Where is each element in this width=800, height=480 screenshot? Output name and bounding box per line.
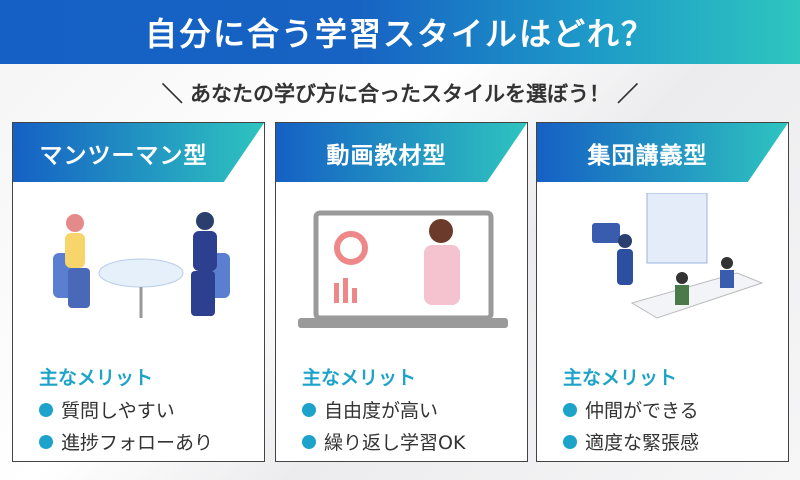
merit-item: 質問しやすい [39,396,213,423]
card-header: 集団講義型 [537,123,788,182]
merit-title: 主なメリット [39,367,154,389]
one-on-one-illustration [53,212,230,318]
merit-item: 進捗フォローあり [39,428,213,455]
merit-text: 適度な緊張感 [585,432,700,454]
merits-list: 主なメリット 自由度が高い 繰り返し学習OK [302,363,465,460]
merit-item: 繰り返し学習OK [302,428,465,455]
merit-item: 適度な緊張感 [563,428,699,455]
group-lecture-illustration [592,193,764,319]
merit-text: 質問しやすい [61,400,175,422]
bullet-icon [302,434,316,449]
bullet-icon [39,434,53,449]
card-header: 動画教材型 [276,123,527,182]
merit-text: 仲間ができる [585,400,699,422]
card-title: 集団講義型 [587,142,708,169]
merit-item: 仲間ができる [563,396,699,423]
card-header: マンツーマン型 [13,123,264,182]
merit-item: 自由度が高い [302,396,465,423]
video-illustration [298,210,508,328]
merit-title: 主なメリット [563,367,678,389]
subtitle: ＼ あなたの学び方に合ったスタイルを選ぼう！ ／ [161,82,639,106]
merit-text: 自由度が高い [324,400,439,422]
card-group-lecture: 集団講義型 主なメリット 仲間ができる 適度な緊張感 [536,122,789,462]
page-title: 自分に合う学習スタイルはどれ？ [144,15,655,53]
card-title: 動画教材型 [326,142,447,169]
merits-list: 主なメリット 仲間ができる 適度な緊張感 [563,363,699,460]
merit-text: 進捗フォローあり [61,432,214,454]
card-title: マンツーマン型 [39,142,208,169]
merits-list: 主なメリット 質問しやすい 進捗フォローあり [39,363,213,460]
title-banner: 自分に合う学習スタイルはどれ？ [0,0,800,64]
bullet-icon [563,402,577,417]
bullet-icon [563,434,577,449]
card-video: 動画教材型 主なメリット 自由度が高い 繰り返し学習OK [275,122,528,462]
card-one-on-one: マンツーマン型 主なメリット 質問しやすい 進捗フォローあり [12,122,265,462]
merit-text: 繰り返し学習OK [324,432,466,454]
bullet-icon [302,402,316,417]
merit-title: 主なメリット [302,367,417,389]
bullet-icon [39,402,53,417]
